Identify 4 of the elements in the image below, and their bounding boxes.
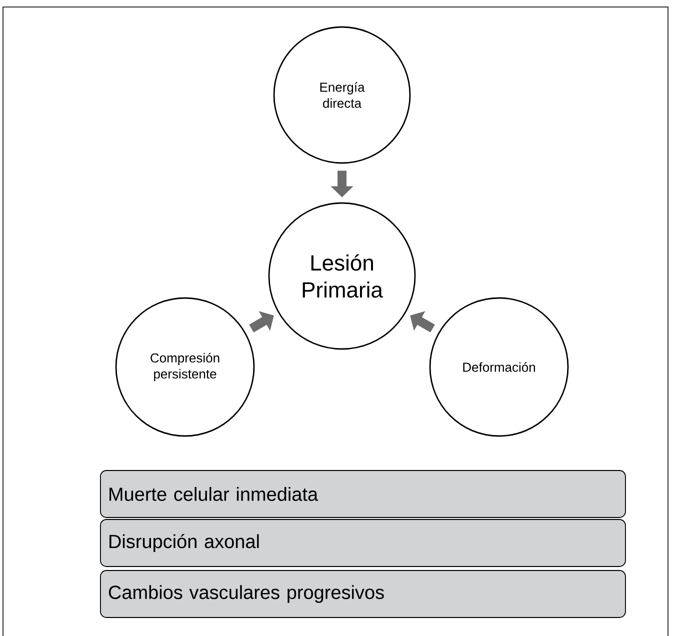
effect-bar: Cambios vasculares progresivos <box>100 570 626 618</box>
effect-bar: Disrupción axonal <box>100 519 626 567</box>
effect-bar: Muerte celular inmediata <box>100 470 626 518</box>
block-arrow <box>249 311 274 332</box>
